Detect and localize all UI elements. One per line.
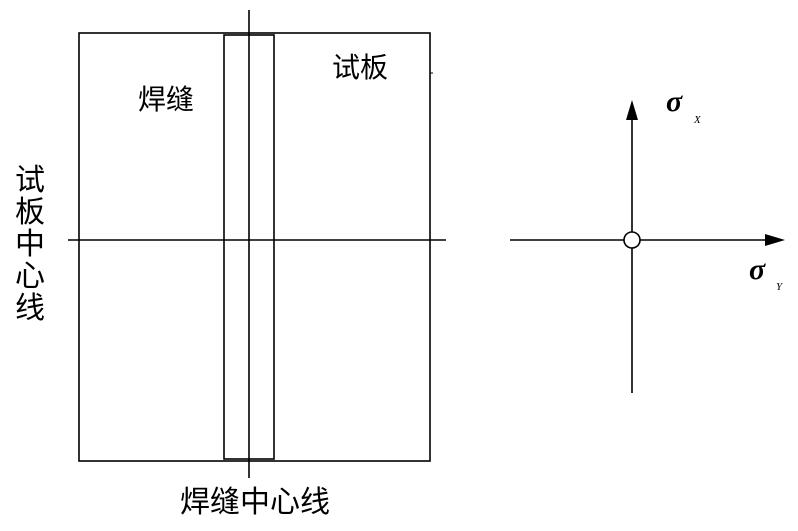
specimen-centerline-char: 心 bbox=[15, 259, 45, 294]
sigma-x-subscript: X bbox=[693, 114, 702, 126]
weld-centerline-label: 焊缝中心线 bbox=[180, 485, 330, 520]
sigma-y-arrowhead bbox=[765, 234, 785, 246]
origin-point bbox=[623, 231, 641, 249]
specimen-centerline-char: 板 bbox=[15, 195, 45, 230]
specimen-plate bbox=[78, 32, 431, 462]
weld-label: 焊缝 bbox=[138, 83, 194, 116]
sigma-x-arrowhead bbox=[626, 100, 638, 120]
specimen-centerline-char: 线 bbox=[15, 291, 45, 326]
stress-axes bbox=[510, 100, 785, 393]
specimen-centerline-char: 试 bbox=[15, 163, 45, 198]
sigma-y-label: σ bbox=[749, 253, 766, 286]
specimen-centerline-char: 中 bbox=[15, 227, 45, 262]
specimen-centerline-label: 试板中心线 bbox=[15, 163, 45, 326]
sigma-x-label: σ bbox=[666, 85, 683, 118]
specimen-label: 试板 bbox=[332, 51, 388, 84]
sigma-y-subscript: Y bbox=[776, 281, 784, 293]
